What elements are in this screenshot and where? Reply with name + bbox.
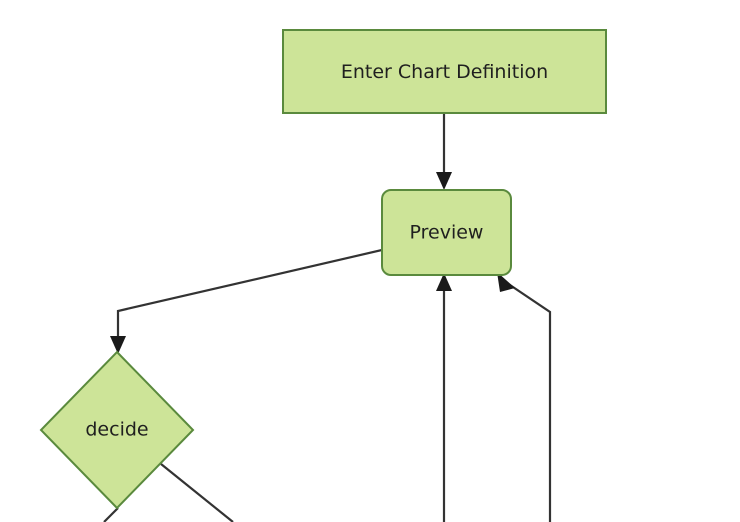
node-decide[interactable]: decide (39, 350, 195, 510)
edge-preview-to-decide-arrowhead (110, 336, 126, 354)
edge-bottom-center-to-preview (436, 273, 452, 522)
edge-bottom-right-to-preview (497, 272, 552, 522)
edge-bottom-center-to-preview-arrowhead (436, 273, 452, 291)
edge-decide-to-lower-right-line (160, 463, 234, 522)
edge-enter-to-preview (436, 113, 452, 190)
edge-preview-to-decide-line (116, 248, 383, 346)
node-enter-chart-definition[interactable]: Enter Chart Definition (282, 29, 607, 114)
node-preview-label: Preview (410, 222, 484, 244)
edge-decide-to-lower-left-line (103, 507, 119, 522)
node-enter-chart-definition-shape[interactable] (282, 29, 607, 114)
node-preview[interactable]: Preview (381, 189, 512, 276)
node-decide-shape[interactable] (39, 350, 195, 510)
edge-bottom-right-to-preview-line (503, 280, 552, 522)
edge-layer (103, 113, 552, 522)
node-enter-chart-definition-label: Enter Chart Definition (341, 61, 548, 83)
node-preview-shape[interactable] (381, 189, 512, 276)
edge-preview-to-decide (110, 248, 383, 354)
edge-bottom-right-to-preview-arrowhead (497, 272, 515, 292)
node-decide-label: decide (85, 419, 148, 441)
node-layer: Enter Chart Definition Preview decide (39, 29, 607, 510)
edge-enter-to-preview-arrowhead (436, 172, 452, 190)
